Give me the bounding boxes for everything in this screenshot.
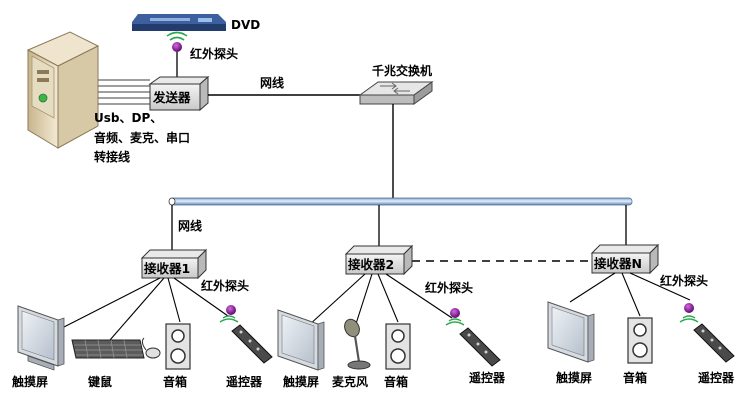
receiver-1-box	[140, 248, 208, 280]
switch-label: 千兆交换机	[372, 63, 432, 78]
remote-control-icon	[459, 327, 501, 367]
sender-ir-label: 红外探头	[190, 46, 238, 61]
ir-probe-icon	[166, 31, 188, 80]
speaker-icon	[627, 317, 653, 364]
remote-control-icon	[231, 324, 273, 364]
bus-receiver1-cable-label: 网线	[178, 218, 202, 233]
device-label: 遥控器	[469, 370, 506, 385]
receiver-2-device-lines	[307, 273, 453, 331]
sender-box	[148, 75, 210, 112]
dvd-label: DVD	[231, 18, 260, 32]
device-label: 遥控器	[698, 370, 735, 385]
ir-probe-icon	[445, 308, 465, 326]
sender-ports-line1: Usb、DP、	[94, 111, 162, 125]
adapter-cables	[98, 79, 150, 105]
sender-ports-line2: 音频、麦克、串口	[94, 130, 190, 145]
device-label: 音箱	[384, 374, 408, 389]
device-label: 触摸屏	[12, 374, 48, 389]
device-label: 触摸屏	[556, 370, 592, 385]
device-label: 键鼠	[87, 374, 112, 389]
receiver-n-ir-label: 红外探头	[660, 273, 708, 288]
remote-control-icon	[693, 323, 735, 363]
speaker-icon	[385, 323, 411, 370]
microphone-icon	[344, 318, 371, 370]
mouse-icon	[141, 337, 161, 359]
network-bus	[168, 197, 633, 206]
receiver-2-label: 接收器2	[348, 257, 394, 272]
server-icon	[26, 31, 100, 149]
sender-ports-line3: 转接线	[94, 149, 130, 164]
receiver-n-box	[590, 243, 660, 275]
sender-switch-cable-label: 网线	[260, 75, 284, 90]
touchscreen-icon	[277, 309, 325, 371]
gigabit-switch-icon	[358, 81, 434, 105]
device-label: 麦克风	[332, 374, 368, 389]
touchscreen-icon	[17, 305, 65, 371]
touchscreen-icon	[547, 301, 595, 363]
receiver-1-label: 接收器1	[144, 261, 190, 276]
keyboard-icon	[71, 339, 145, 359]
receiver-n-device-lines	[569, 272, 691, 317]
receiver-2-box	[344, 244, 414, 276]
device-label: 音箱	[623, 370, 647, 385]
sender-label: 发送器	[152, 90, 191, 105]
receiver-1-ir-label: 红外探头	[201, 278, 249, 293]
dvd-player	[132, 14, 226, 31]
receiver-1-device-lines	[61, 277, 229, 341]
bus-drop-lines	[171, 205, 627, 250]
ir-probe-icon	[679, 303, 699, 323]
device-label: 音箱	[163, 374, 187, 389]
receiver-2-ir-label: 红外探头	[425, 280, 473, 295]
ir-probe-icon	[219, 305, 239, 323]
device-label: 遥控器	[226, 374, 263, 389]
device-label: 触摸屏	[283, 374, 319, 389]
speaker-icon	[165, 323, 191, 370]
receiver-n-label: 接收器N	[594, 256, 642, 271]
